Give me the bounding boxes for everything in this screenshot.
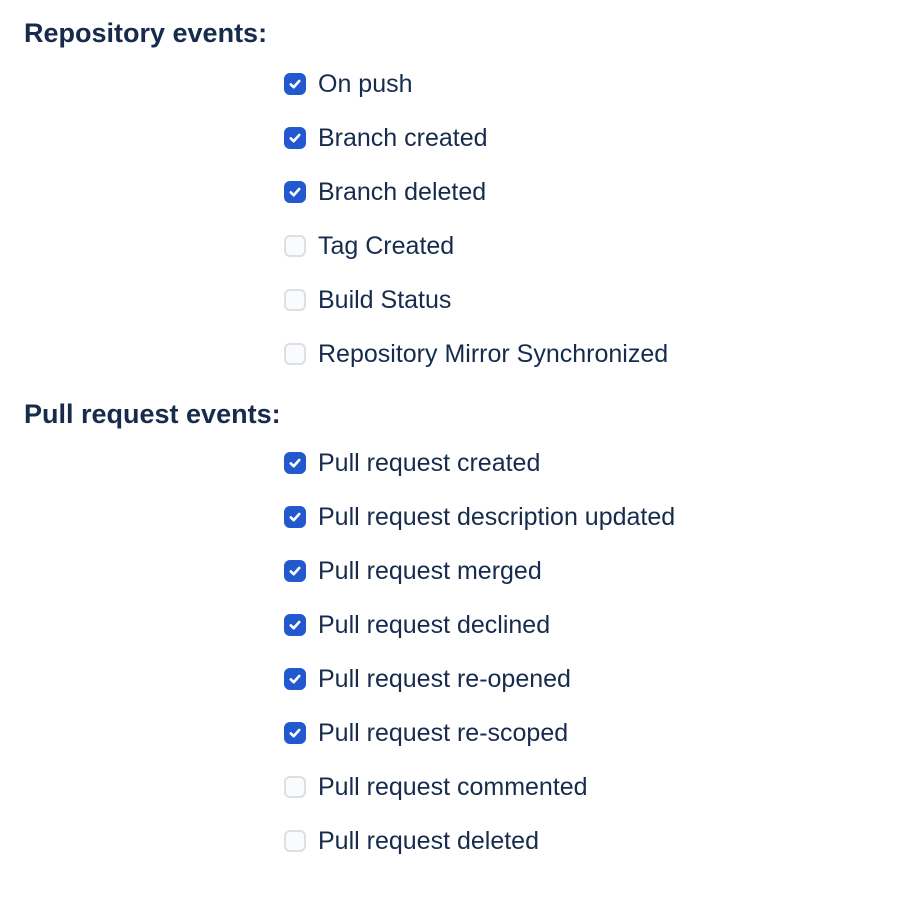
- checkmark-icon: [289, 133, 301, 143]
- checkbox-row[interactable]: Pull request merged: [0, 544, 914, 598]
- checkbox-label: Pull request created: [318, 449, 541, 477]
- checkbox-row[interactable]: Pull request re-scoped: [0, 706, 914, 760]
- checkbox[interactable]: [284, 668, 306, 690]
- checkbox-label: Branch deleted: [318, 178, 487, 206]
- checkbox-label: Pull request re-scoped: [318, 719, 569, 747]
- checkmark-icon: [289, 620, 301, 630]
- events-section: Repository events: On push Branch create…: [0, 16, 914, 381]
- checkbox-label: Pull request commented: [318, 773, 588, 801]
- events-section: Pull request events: Pull request create…: [0, 397, 914, 868]
- checkbox[interactable]: [284, 560, 306, 582]
- checkbox-label: Pull request declined: [318, 611, 551, 639]
- checkbox-label: Pull request description updated: [318, 503, 676, 531]
- checkbox-row[interactable]: On push: [0, 57, 914, 111]
- checkbox-label: Pull request re-opened: [318, 665, 571, 693]
- checkmark-icon: [289, 566, 301, 576]
- checkbox[interactable]: [284, 127, 306, 149]
- checkbox-row[interactable]: Branch deleted: [0, 165, 914, 219]
- checkbox-group: On push Branch created Branch deleted Ta…: [0, 57, 914, 381]
- checkbox[interactable]: [284, 343, 306, 365]
- checkmark-icon: [289, 728, 301, 738]
- checkbox[interactable]: [284, 452, 306, 474]
- checkbox[interactable]: [284, 722, 306, 744]
- checkbox-row[interactable]: Pull request description updated: [0, 490, 914, 544]
- checkbox-row[interactable]: Branch created: [0, 111, 914, 165]
- checkbox[interactable]: [284, 73, 306, 95]
- checkbox-label: Tag Created: [318, 232, 455, 260]
- checkbox-row[interactable]: Repository Mirror Synchronized: [0, 327, 914, 381]
- checkbox[interactable]: [284, 235, 306, 257]
- checkbox-row[interactable]: Pull request deleted: [0, 814, 914, 868]
- checkbox-row[interactable]: Pull request declined: [0, 598, 914, 652]
- checkbox-label: Repository Mirror Synchronized: [318, 340, 669, 368]
- checkbox-label: Pull request merged: [318, 557, 542, 585]
- checkbox-row[interactable]: Pull request re-opened: [0, 652, 914, 706]
- checkbox[interactable]: [284, 181, 306, 203]
- checkbox[interactable]: [284, 289, 306, 311]
- checkbox-row[interactable]: Pull request commented: [0, 760, 914, 814]
- checkmark-icon: [289, 187, 301, 197]
- checkbox-label: Build Status: [318, 286, 452, 314]
- checkbox[interactable]: [284, 614, 306, 636]
- checkbox[interactable]: [284, 830, 306, 852]
- checkbox-row[interactable]: Build Status: [0, 273, 914, 327]
- checkbox[interactable]: [284, 506, 306, 528]
- checkbox-label: Branch created: [318, 124, 488, 152]
- checkbox-label: Pull request deleted: [318, 827, 539, 855]
- checkbox-label: On push: [318, 70, 413, 98]
- checkbox-row[interactable]: Tag Created: [0, 219, 914, 273]
- checkmark-icon: [289, 458, 301, 468]
- checkmark-icon: [289, 512, 301, 522]
- checkmark-icon: [289, 674, 301, 684]
- section-heading: Pull request events:: [24, 399, 281, 429]
- checkmark-icon: [289, 79, 301, 89]
- checkbox-row[interactable]: Pull request created: [0, 436, 914, 490]
- webhook-events-form: Repository events: On push Branch create…: [0, 16, 914, 868]
- checkbox-group: Pull request created Pull request descri…: [0, 436, 914, 868]
- checkbox[interactable]: [284, 776, 306, 798]
- section-heading: Repository events:: [24, 18, 268, 48]
